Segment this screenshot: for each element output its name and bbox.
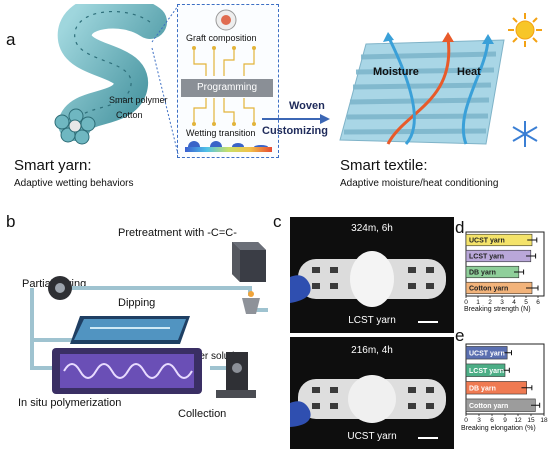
panel-label-e: e (455, 326, 465, 345)
strength-bar-label: LCST yarn (469, 254, 504, 261)
ucst-yarn-label: UCST yarn (347, 431, 397, 442)
smart-textile-title: Smart textile: (340, 157, 428, 174)
strength-tick-label: 4 (512, 299, 516, 306)
strength-tick-label: 3 (500, 299, 504, 306)
moisture-label: Moisture (373, 66, 419, 78)
heat-label: Heat (457, 66, 481, 78)
zoom-connector (151, 5, 179, 155)
strength-tick-label: 2 (488, 299, 492, 306)
wetting-gradient-bar (185, 147, 272, 152)
panel-label-d: d (455, 218, 465, 237)
elongation-bar-label: Cotton yarn (469, 403, 508, 410)
scale-bar-bottom (418, 437, 438, 439)
smart-yarn-illustration (54, 4, 167, 145)
smart-yarn-title: Smart yarn: (14, 157, 92, 174)
lcst-yarn-label: LCST yarn (348, 315, 396, 326)
snowflake-icon (512, 121, 538, 147)
elongation-tick-label: 9 (503, 417, 507, 424)
droplet-icons (188, 141, 268, 147)
ucst-yarn-photo: 216m, 4h UCST yarn (290, 337, 454, 449)
panel-label-b: b (6, 212, 16, 231)
woven-label: Woven (289, 100, 325, 112)
strength-tick-label: 1 (476, 299, 480, 306)
polymerization-chamber-icon (52, 348, 202, 394)
smart-textile-illustration (339, 32, 505, 146)
cotton-label: Cotton (116, 110, 143, 120)
process-schematic (30, 242, 268, 398)
monomer-solution-label: Monomer solution (166, 351, 246, 362)
elongation-tick-label: 12 (514, 417, 522, 424)
dipping-bath-icon (70, 316, 190, 344)
elongation-bar-label: DB yarn (469, 385, 496, 392)
graft-composition-label: Graft composition (186, 33, 257, 43)
elongation-tick-label: 18 (540, 417, 548, 424)
panel-label-a: a (6, 30, 16, 49)
collection-machine-icon (216, 352, 256, 398)
sun-icon (508, 13, 542, 47)
smart-textile-subtitle: Adaptive moisture/heat conditioning (340, 178, 499, 189)
panel-label-c: c (273, 212, 282, 231)
yarn-holder-ucst-icon (290, 375, 446, 427)
strength-axes-frame (465, 231, 545, 297)
customizing-label: Customizing (262, 125, 328, 137)
elongation-tick-label: 15 (527, 417, 535, 424)
pretreatment-label: Pretreatment with -C=C- (118, 227, 237, 239)
collection-label: Collection (178, 408, 227, 420)
elongation-tick-label: 0 (464, 417, 468, 424)
elongation-bar-label: UCST yarn (469, 350, 505, 357)
strength-tick-label: 6 (536, 299, 540, 306)
strength-bar-label: DB yarn (469, 270, 496, 277)
ucst-photo-caption: 216m, 4h (351, 345, 393, 356)
smart-polymer-label: Smart polymer (109, 95, 168, 105)
strength-bar-label: Cotton yarn (469, 286, 508, 293)
drying-spool-icon (48, 276, 72, 300)
elongation-bar-label: LCST yarn (469, 368, 504, 375)
elongation-tick-label: 3 (477, 417, 481, 424)
strength-tick-label: 0 (464, 299, 468, 306)
lcst-yarn-photo: 324m, 6h LCST yarn (290, 217, 454, 333)
breaking-strength-xlabel: Breaking strength (N) (464, 306, 531, 313)
smart-yarn-subtitle: Adaptive wetting behaviors (14, 178, 134, 189)
yarn-holder-lcst-icon (290, 251, 446, 307)
strength-bar-label: UCST yarn (469, 238, 505, 245)
programming-chip: Programming (181, 79, 273, 97)
woven-arrow-icon (262, 114, 330, 124)
lcst-photo-caption: 324m, 6h (351, 223, 393, 234)
in-situ-polymerization-label: In situ polymerization (18, 397, 122, 409)
strength-tick-label: 5 (524, 299, 528, 306)
elongation-tick-label: 6 (490, 417, 494, 424)
circuit-lines-icon (192, 46, 256, 126)
scale-bar-top (418, 321, 438, 323)
dipping-label: Dipping (118, 297, 156, 309)
pretreatment-container-icon (232, 242, 266, 282)
wetting-transition-label: Wetting transition (186, 128, 256, 138)
breaking-elongation-xlabel: Breaking elongation (%) (461, 425, 536, 432)
graft-composition-icon (215, 9, 237, 31)
